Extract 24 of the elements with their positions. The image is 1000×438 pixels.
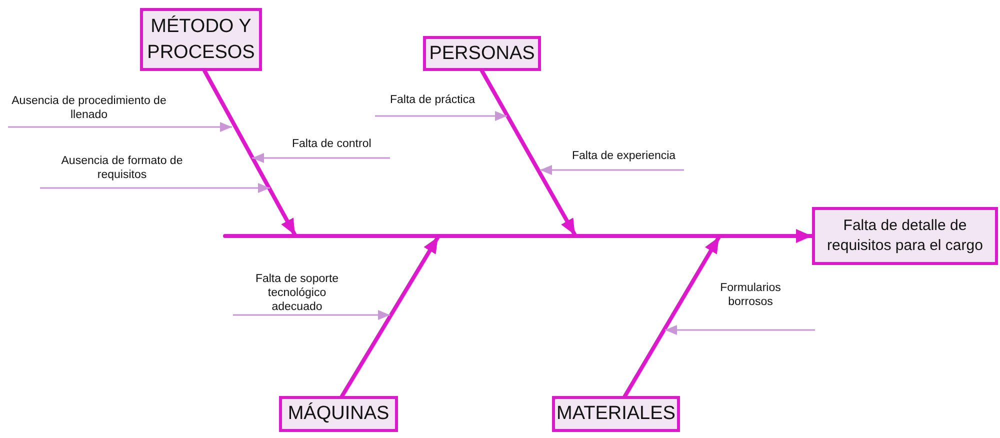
- cause-label: Falta de práctica: [390, 94, 475, 108]
- cause-arrow: [665, 325, 815, 335]
- bone-arrow: [340, 235, 440, 398]
- cause-label: Falta de experiencia: [572, 150, 676, 164]
- cause-arrow: [40, 183, 270, 193]
- category-label: PERSONAS: [429, 42, 535, 66]
- category-label: MATERIALES: [556, 402, 676, 426]
- effect-label: Falta de detalle de requisitos para el cargo: [826, 216, 984, 256]
- bone-arrow: [480, 69, 577, 237]
- category-box: [279, 396, 398, 432]
- effect-box: [812, 207, 998, 265]
- cause-arrow: [540, 165, 684, 175]
- category-label: MÁQUINAS: [288, 402, 390, 426]
- cause-arrow: [8, 122, 232, 132]
- bone-arrow: [622, 235, 721, 398]
- category-box: [552, 396, 680, 432]
- category-label: MÉTODO Y PROCESOS: [146, 14, 256, 64]
- bone-arrow: [202, 69, 297, 237]
- spine-arrow: [223, 229, 814, 243]
- cause-arrow: [233, 310, 390, 320]
- category-box: [140, 8, 262, 71]
- cause-arrow: [252, 153, 390, 163]
- category-box: [423, 36, 541, 71]
- cause-arrow: [375, 111, 507, 121]
